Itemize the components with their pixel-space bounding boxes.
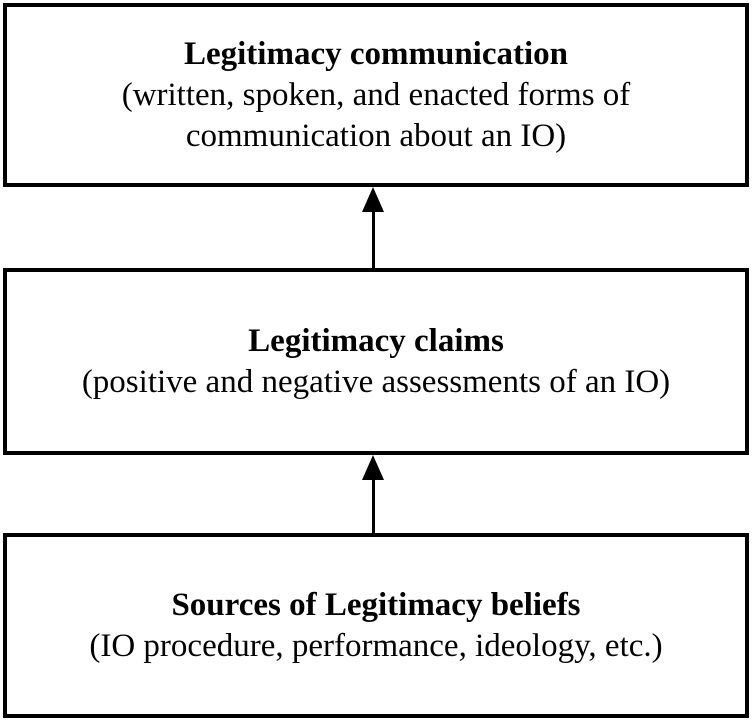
box-sources-of-legitimacy-beliefs: Sources of Legitimacy beliefs (IO proced…: [3, 533, 749, 718]
arrow-shaft: [371, 212, 375, 268]
arrow-claims-to-communication: [362, 187, 384, 268]
box-legitimacy-communication-title: Legitimacy communication: [183, 35, 569, 72]
box-legitimacy-claims-subtitle: (positive and negative assessments of an…: [81, 363, 671, 400]
arrow-up-icon: [362, 455, 384, 480]
box-legitimacy-claims: Legitimacy claims (positive and negative…: [3, 268, 749, 455]
box-legitimacy-communication-subtitle: (written, spoken, and enacted forms of c…: [121, 76, 631, 154]
arrow-up-icon: [362, 187, 384, 212]
arrow-shaft: [371, 480, 375, 533]
box-legitimacy-communication: Legitimacy communication (written, spoke…: [3, 3, 749, 187]
arrow-sources-to-claims: [362, 455, 384, 533]
box-sources-of-legitimacy-beliefs-subtitle: (IO procedure, performance, ideology, et…: [89, 627, 663, 664]
box-legitimacy-claims-title: Legitimacy claims: [248, 322, 504, 359]
box-sources-of-legitimacy-beliefs-title: Sources of Legitimacy beliefs: [171, 586, 581, 623]
